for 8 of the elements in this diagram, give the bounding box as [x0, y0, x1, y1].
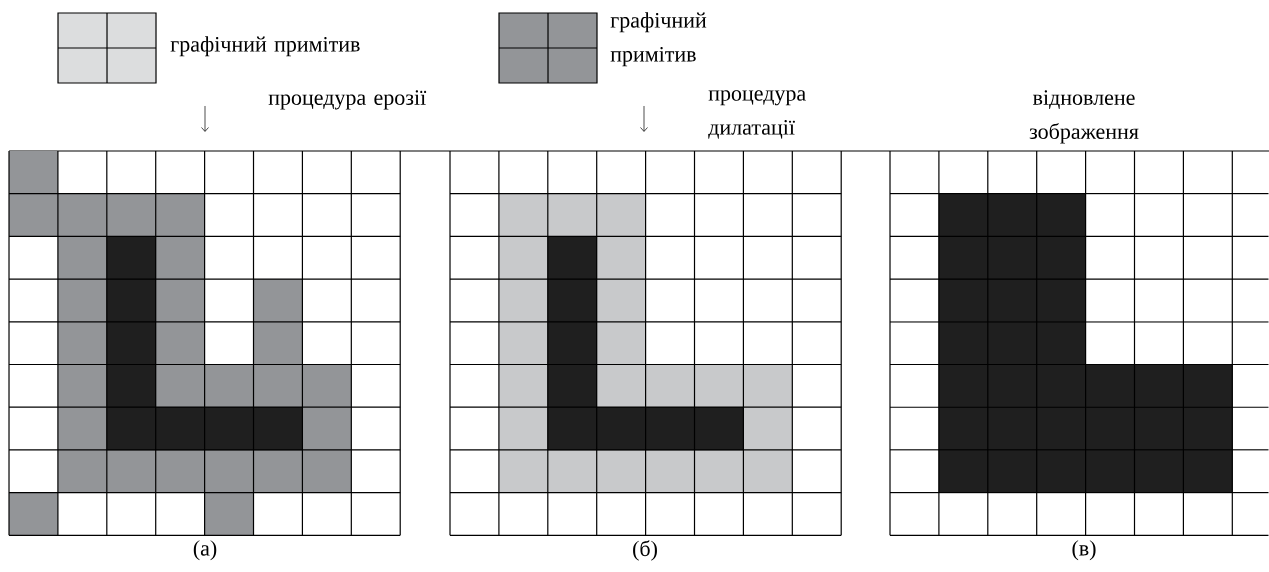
panel-caption: (а): [193, 540, 217, 561]
annotation-text: графічний примітив: [170, 36, 360, 57]
annotation-text: процедура ерозії: [268, 90, 427, 110]
annotation-text: процедура дилатації: [708, 90, 806, 139]
panel-caption: (в): [1072, 540, 1096, 561]
annotation-text: відновлене зображення: [1029, 90, 1139, 144]
panel-caption: (б): [633, 540, 657, 561]
annotation-text: графічний примітив: [610, 12, 707, 67]
